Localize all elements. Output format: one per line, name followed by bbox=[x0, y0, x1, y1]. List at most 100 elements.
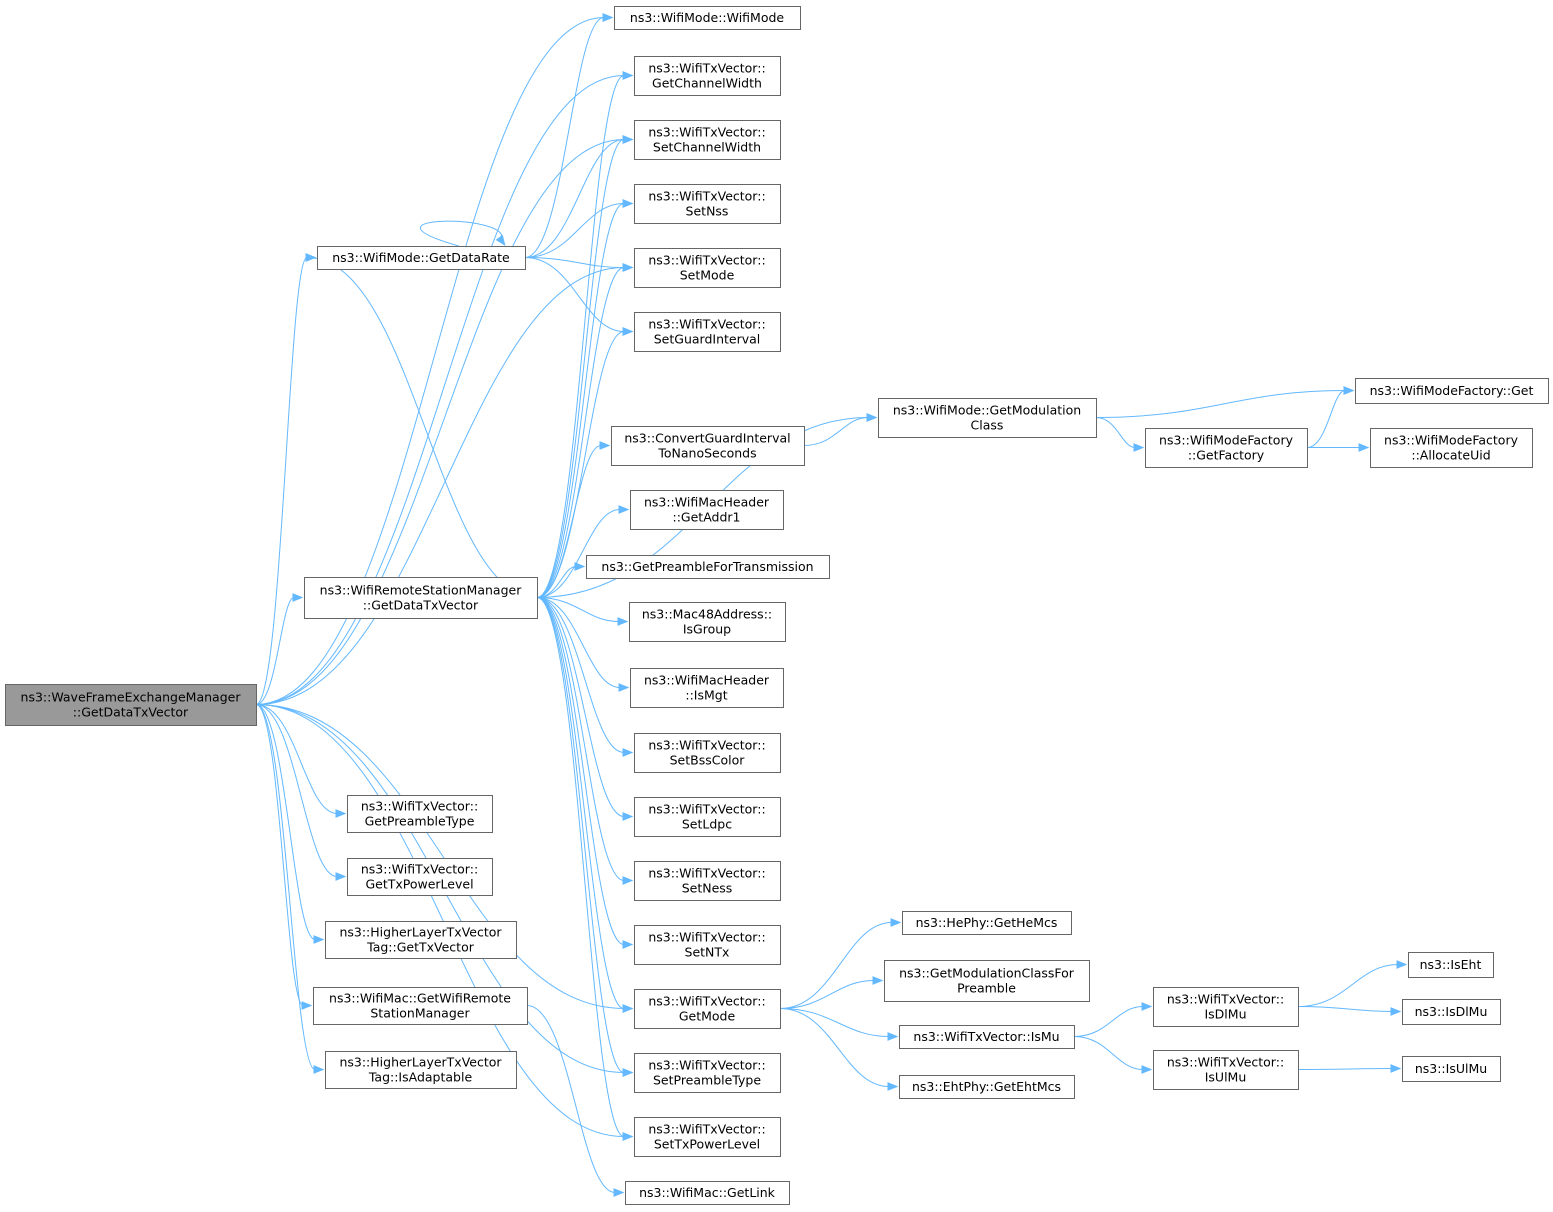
node-box bbox=[347, 795, 493, 833]
node-label-line: Preamble bbox=[957, 981, 1016, 996]
node-getModulationClass[interactable]: ns3::WifiMode::GetModulationClass bbox=[878, 398, 1097, 438]
edge-rsmGetDataTxVector-to-setBssColor bbox=[536, 597, 634, 757]
node-label-line: ns3::WifiTxVector::IsMu bbox=[913, 1029, 1059, 1044]
node-label-line: SetNess bbox=[682, 881, 733, 896]
edge-line bbox=[803, 417, 869, 446]
edge-arrowhead bbox=[622, 812, 634, 821]
node-setBssColor[interactable]: ns3::WifiTxVector::SetBssColor bbox=[634, 733, 781, 773]
node-getPreambleForTx[interactable]: ns3::GetPreambleForTransmission bbox=[586, 555, 830, 579]
node-box bbox=[1355, 378, 1549, 404]
node-isDlMuTx[interactable]: ns3::WifiTxVector::IsDlMu bbox=[1153, 987, 1299, 1027]
node-getPreambleTypeTx[interactable]: ns3::WifiTxVector::GetPreambleType bbox=[347, 795, 493, 833]
node-allocateUid[interactable]: ns3::WifiModeFactory::AllocateUid bbox=[1370, 428, 1533, 468]
node-setNTx[interactable]: ns3::WifiTxVector::SetNTx bbox=[634, 925, 781, 965]
edge-arrowhead bbox=[313, 1065, 325, 1074]
node-getMode[interactable]: ns3::WifiTxVector::GetMode bbox=[634, 989, 781, 1029]
node-box bbox=[1402, 1056, 1501, 1082]
node-factoryGet[interactable]: ns3::WifiModeFactory::Get bbox=[1355, 378, 1549, 404]
node-label-line: ns3::WifiModeFactory::Get bbox=[1370, 383, 1534, 398]
node-setLdpc[interactable]: ns3::WifiTxVector::SetLdpc bbox=[634, 797, 781, 837]
node-box bbox=[5, 684, 257, 726]
edge-rsmGetDataTxVector-to-setPreambleType bbox=[536, 597, 634, 1077]
edge-line bbox=[420, 220, 503, 247]
edge-rsmGetDataTxVector-to-setNess bbox=[536, 597, 634, 885]
node-box bbox=[634, 797, 781, 837]
edge-arrowhead bbox=[887, 1032, 899, 1041]
node-setTxPowerLevel[interactable]: ns3::WifiTxVector::SetTxPowerLevel bbox=[634, 1117, 781, 1157]
node-label-line: SetMode bbox=[680, 268, 735, 283]
node-label-line: SetTxPowerLevel bbox=[654, 1137, 760, 1152]
node-getChannelWidth[interactable]: ns3::WifiTxVector::GetChannelWidth bbox=[634, 56, 781, 96]
edge-line bbox=[1297, 964, 1399, 1007]
node-label-line: GetChannelWidth bbox=[652, 76, 762, 91]
edge-getMode-to-isMu bbox=[779, 1008, 899, 1041]
edge-getWifiRemoteStationManager-to-getLink bbox=[526, 1005, 625, 1197]
node-isEht[interactable]: ns3::IsEht bbox=[1408, 952, 1494, 978]
edge-getFactory-to-allocateUid bbox=[1307, 443, 1370, 452]
node-setNess[interactable]: ns3::WifiTxVector::SetNess bbox=[634, 861, 781, 901]
node-label-line: ToNanoSeconds bbox=[657, 446, 756, 461]
node-isMu[interactable]: ns3::WifiTxVector::IsMu bbox=[899, 1025, 1075, 1049]
node-setNss[interactable]: ns3::WifiTxVector::SetNss bbox=[634, 184, 781, 224]
edge-rsmGetDataTxVector-to-setNss bbox=[536, 199, 634, 598]
node-getHeMcs[interactable]: ns3::HePhy::GetHeMcs bbox=[902, 911, 1072, 935]
node-getLink[interactable]: ns3::WifiMac::GetLink bbox=[625, 1181, 790, 1205]
edge-line bbox=[536, 597, 625, 1073]
node-getEhtMcs[interactable]: ns3::EhtPhy::GetEhtMcs bbox=[899, 1075, 1075, 1099]
edge-getDataRate-to-getDataRate bbox=[420, 220, 506, 247]
node-label-line: ns3::GetModulationClassFor bbox=[899, 966, 1075, 981]
node-rsmGetDataTxVector[interactable]: ns3::WifiRemoteStationManager::GetDataTx… bbox=[304, 577, 538, 619]
node-isMgt[interactable]: ns3::WifiMacHeader::IsMgt bbox=[630, 668, 784, 708]
edge-root-to-getPreambleTypeTx bbox=[255, 704, 347, 818]
node-isUlMu[interactable]: ns3::IsUlMu bbox=[1402, 1056, 1501, 1082]
node-label-line: Tag::GetTxVector bbox=[366, 940, 475, 955]
node-isUlMuTx[interactable]: ns3::WifiTxVector::IsUlMu bbox=[1153, 1050, 1299, 1090]
node-root[interactable]: ns3::WaveFrameExchangeManager::GetDataTx… bbox=[5, 684, 257, 726]
node-label-line: GetPreambleType bbox=[365, 814, 475, 829]
edge-isDlMuTx-to-isEht bbox=[1297, 960, 1408, 1007]
node-box bbox=[634, 248, 781, 288]
edge-line bbox=[255, 704, 338, 877]
edge-rsmGetDataTxVector-to-getDataRate bbox=[305, 253, 538, 598]
node-box bbox=[884, 960, 1090, 1002]
node-getTxPowerLevel[interactable]: ns3::WifiTxVector::GetTxPowerLevel bbox=[347, 858, 493, 896]
node-box bbox=[325, 1051, 517, 1089]
edge-arrowhead bbox=[1396, 960, 1408, 969]
node-setPreambleType[interactable]: ns3::WifiTxVector::SetPreambleType bbox=[634, 1053, 781, 1093]
node-label-line: ns3::WifiMacHeader bbox=[644, 495, 770, 510]
node-setMode[interactable]: ns3::WifiTxVector::SetMode bbox=[634, 248, 781, 288]
node-getAddr1[interactable]: ns3::WifiMacHeader::GetAddr1 bbox=[630, 490, 784, 530]
edge-line bbox=[536, 509, 621, 598]
edge-isUlMuTx-to-isUlMu bbox=[1297, 1064, 1402, 1073]
edge-arrowhead bbox=[335, 872, 347, 881]
node-label-line: ns3::WifiMac::GetWifiRemote bbox=[329, 991, 511, 1006]
node-label-line: ::GetFactory bbox=[1188, 448, 1265, 463]
edge-line bbox=[536, 597, 625, 817]
node-setChannelWidth[interactable]: ns3::WifiTxVector::SetChannelWidth bbox=[634, 120, 781, 160]
node-getFactory[interactable]: ns3::WifiModeFactory::GetFactory bbox=[1145, 428, 1308, 468]
edge-rsmGetDataTxVector-to-setLdpc bbox=[536, 597, 634, 821]
edge-getFactory-to-factoryGet bbox=[1306, 386, 1355, 448]
node-box bbox=[629, 602, 786, 642]
edge-arrowhead bbox=[622, 327, 634, 336]
node-label-line: ns3::WifiTxVector:: bbox=[648, 930, 765, 945]
node-label-line: ns3::WifiTxVector:: bbox=[648, 802, 765, 817]
node-setGuardInterval[interactable]: ns3::WifiTxVector::SetGuardInterval bbox=[634, 312, 781, 352]
node-wifiModeCtor[interactable]: ns3::WifiMode::WifiMode bbox=[614, 6, 801, 30]
edge-arrowhead bbox=[613, 1188, 625, 1197]
node-getDataRate[interactable]: ns3::WifiMode::GetDataRate bbox=[317, 246, 526, 270]
node-isDlMu[interactable]: ns3::IsDlMu bbox=[1402, 999, 1501, 1025]
edge-line bbox=[255, 597, 295, 705]
node-box bbox=[634, 989, 781, 1029]
node-box bbox=[325, 921, 517, 959]
edge-line bbox=[255, 704, 304, 1006]
node-isGroup[interactable]: ns3::Mac48Address::IsGroup bbox=[629, 602, 786, 642]
edge-line bbox=[536, 445, 602, 598]
node-getWifiRemoteStationManager[interactable]: ns3::WifiMac::GetWifiRemoteStationManage… bbox=[313, 987, 528, 1025]
node-box bbox=[611, 426, 805, 466]
call-nodes: ns3::WaveFrameExchangeManager::GetDataTx… bbox=[5, 6, 1549, 1205]
